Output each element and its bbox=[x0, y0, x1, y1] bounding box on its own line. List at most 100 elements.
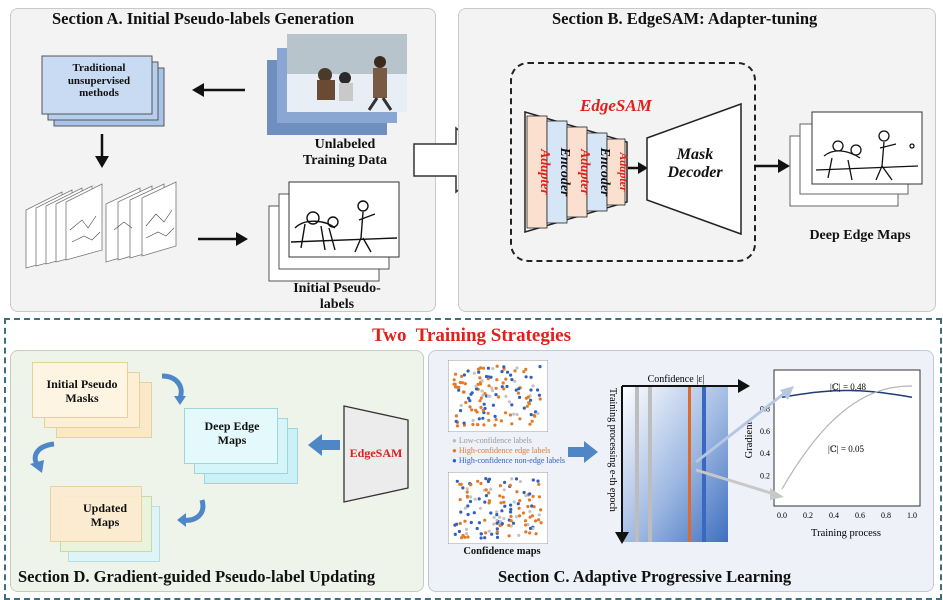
scatter-dot bbox=[487, 477, 492, 481]
curve-top-label: |ℂ| = 0.48 bbox=[830, 382, 867, 392]
x-tick-label: 0.0 bbox=[777, 511, 787, 520]
deep-edge-d-line-2: Maps bbox=[217, 432, 247, 447]
updated-maps-stack bbox=[50, 484, 180, 566]
scatter-dot bbox=[523, 519, 528, 523]
x-tick-label: 0.6 bbox=[855, 511, 865, 520]
scatter-dot bbox=[487, 529, 491, 533]
scatter-dot bbox=[518, 417, 522, 421]
traditional-line-2: unsupervised bbox=[67, 74, 131, 87]
scatter-dot bbox=[474, 387, 479, 391]
scatter-dot bbox=[476, 367, 481, 371]
scatter-dot bbox=[501, 495, 505, 499]
scatter-dot bbox=[532, 505, 536, 509]
scatter-dot bbox=[534, 519, 538, 523]
scatter-dot bbox=[495, 527, 499, 531]
scatter-dot bbox=[465, 532, 469, 536]
scatter-dot bbox=[476, 423, 480, 427]
scatter-dot bbox=[458, 498, 462, 502]
scatter-dot bbox=[531, 494, 535, 498]
arrow-to-output-icon bbox=[754, 159, 790, 173]
cycle-arrow-left-icon bbox=[30, 441, 55, 473]
scatter-dot bbox=[462, 421, 466, 425]
scatter-dot bbox=[495, 364, 499, 368]
scatter-dot bbox=[480, 379, 484, 383]
plot-ylabel: Gradient bbox=[744, 422, 755, 459]
scatter-dot bbox=[516, 391, 521, 395]
scatter-dot bbox=[468, 399, 472, 403]
updated-line-1: Updated bbox=[82, 501, 127, 515]
scatter-dot bbox=[487, 384, 491, 388]
scatter-dot bbox=[513, 369, 517, 373]
scatter-dot bbox=[530, 419, 534, 423]
x-tick-label: 0.8 bbox=[881, 511, 891, 520]
scatter-dot bbox=[458, 482, 462, 486]
scatter-dot bbox=[509, 514, 513, 518]
scatter-dot bbox=[503, 411, 508, 415]
blue-arrow-right-icon bbox=[568, 441, 598, 463]
scatter-dot bbox=[481, 416, 485, 420]
scatter-dot bbox=[498, 484, 502, 488]
scatter-dot bbox=[455, 424, 460, 428]
scatter-dot bbox=[537, 495, 541, 499]
scatter-dot bbox=[521, 511, 525, 515]
scatter-dot bbox=[469, 520, 473, 525]
scatter-dot bbox=[514, 477, 519, 481]
scatter-dot bbox=[490, 388, 495, 393]
scatter-dot bbox=[509, 373, 513, 377]
confidence-map-top bbox=[448, 360, 548, 432]
scatter-dot bbox=[513, 379, 517, 383]
scatter-dot bbox=[483, 536, 487, 540]
deep-edge-maps-stack bbox=[789, 111, 923, 207]
initial-masks-line-2: Masks bbox=[65, 390, 99, 405]
scatter-dot bbox=[479, 481, 483, 486]
scatter-dot bbox=[468, 495, 473, 499]
unlabeled-line-1: Unlabeled bbox=[314, 137, 376, 152]
scatter-dot bbox=[475, 410, 479, 414]
scatter-dot bbox=[484, 488, 488, 492]
scatter-dot bbox=[504, 377, 508, 381]
scatter-dot bbox=[463, 519, 467, 523]
scatter-dot bbox=[475, 526, 479, 531]
scatter-dot bbox=[524, 494, 528, 498]
scatter-dot bbox=[494, 418, 498, 422]
scatter-dot bbox=[472, 511, 476, 515]
scatter-dot bbox=[499, 419, 503, 423]
scatter-dot bbox=[531, 527, 535, 531]
scatter-dot bbox=[454, 419, 458, 423]
scatter-dot bbox=[477, 521, 481, 525]
scatter-dot bbox=[495, 535, 500, 539]
encoder-stack: Adapter Encoder Adapter Encoder Adapter bbox=[524, 110, 631, 234]
scatter-dot bbox=[465, 487, 469, 491]
scatter-dot bbox=[515, 366, 519, 370]
scatter-dot bbox=[492, 522, 496, 526]
scatter-dot bbox=[464, 400, 468, 405]
scatter-dot bbox=[464, 527, 469, 531]
scatter-dot bbox=[534, 532, 538, 536]
scatter-dot bbox=[508, 510, 513, 514]
scatter-dot bbox=[515, 490, 519, 494]
scatter-dot bbox=[470, 408, 474, 412]
scatter-dot bbox=[522, 406, 526, 410]
scatter-dot bbox=[459, 510, 463, 514]
edgesam-block: EdgeSAM bbox=[343, 405, 409, 503]
scatter-dot bbox=[462, 373, 466, 377]
scatter-dot bbox=[509, 507, 513, 511]
scatter-dot bbox=[506, 370, 510, 374]
layer-label-5: Adapter bbox=[617, 151, 631, 192]
scatter-dot bbox=[522, 370, 526, 374]
scatter-dot bbox=[461, 390, 465, 394]
scatter-dot bbox=[538, 397, 542, 401]
scatter-dot bbox=[455, 479, 459, 483]
initial-masks-label: Initial Pseudo Masks bbox=[34, 377, 130, 406]
scatter-dot bbox=[452, 378, 456, 382]
scatter-dot bbox=[479, 405, 483, 409]
scatter-dot bbox=[483, 392, 487, 396]
initial-pseudo-labels-stack bbox=[268, 181, 400, 282]
scatter-dot bbox=[452, 382, 456, 386]
scatter-dot bbox=[528, 515, 532, 519]
scatter-dot bbox=[537, 482, 541, 486]
scatter-dot bbox=[487, 394, 491, 398]
scatter-dot bbox=[492, 515, 496, 519]
scatter-dot bbox=[498, 515, 502, 519]
traditional-line-1: Traditional bbox=[72, 62, 126, 74]
